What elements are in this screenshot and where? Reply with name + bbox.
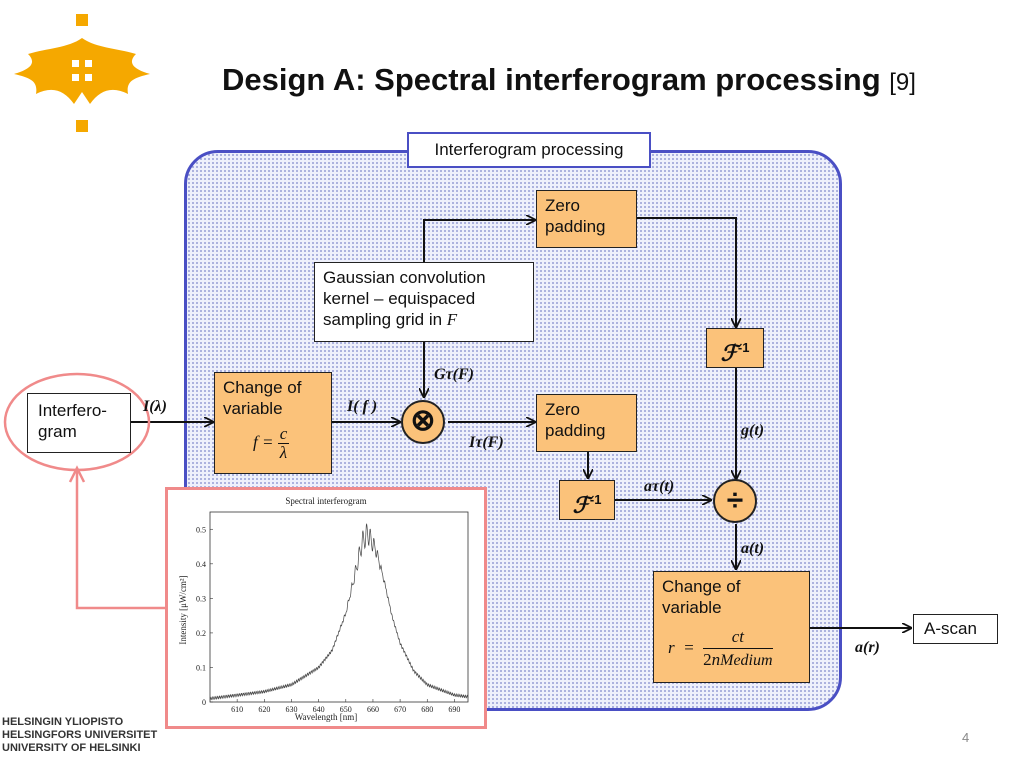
interferogram-input-box: Interfero-gram (27, 393, 131, 453)
y-tick-label: 0.4 (196, 560, 206, 569)
x-tick-label: 680 (421, 705, 433, 714)
inverse-fourier-box-top: ℱ-1 (706, 328, 764, 368)
a-scan-output-box: A-scan (913, 614, 998, 644)
label-i-tau: Iτ(F) (469, 434, 504, 451)
label-a-r: a(r) (855, 639, 880, 656)
page-number: 4 (962, 730, 970, 745)
label-i-f: I( f ) (347, 398, 378, 415)
divide-node: ÷ (713, 479, 757, 523)
x-tick-label: 690 (448, 705, 460, 714)
x-tick-label: 670 (394, 705, 406, 714)
university-name: HELSINGIN YLIOPISTO HELSINGFORS UNIVERSI… (2, 716, 158, 754)
panel-label: Interferogram processing (407, 132, 651, 168)
university-logo (14, 14, 150, 132)
title-reference: [9] (889, 69, 916, 96)
y-tick-label: 0.3 (196, 594, 206, 603)
multiply-node: ⊗ (401, 400, 445, 444)
label-a-tau: aτ(t) (644, 478, 675, 495)
label-a-t: a(t) (741, 540, 765, 557)
equation-r-ct: r = ct 2nMedium (668, 627, 773, 669)
slide-title: Design A: Spectral interferogram process… (222, 62, 916, 97)
label-g-t: g(t) (741, 422, 765, 439)
chart-x-label: Wavelength [nm] (295, 712, 358, 722)
label-g-tau: Gτ(F) (434, 366, 474, 383)
equation-f-c-lambda: f = c λ (253, 424, 290, 462)
spectral-interferogram-inset: Spectral interferogram Wavelength [nm] I… (165, 487, 487, 729)
gaussian-kernel-box: Gaussian convolution kernel – equispaced… (314, 262, 534, 342)
inverse-fourier-box-middle: ℱ-1 (559, 480, 615, 520)
x-tick-label: 660 (367, 705, 379, 714)
chart-plot-frame (209, 511, 469, 703)
x-tick-label: 610 (231, 705, 243, 714)
x-tick-label: 650 (340, 705, 352, 714)
y-tick-label: 0.5 (196, 525, 206, 534)
x-tick-label: 630 (285, 705, 297, 714)
chart-title: Spectral interferogram (285, 496, 366, 506)
x-tick-label: 620 (258, 705, 270, 714)
spectral-chart: Spectral interferogram Wavelength [nm] I… (178, 496, 469, 722)
y-tick-label: 0 (202, 698, 206, 707)
x-tick-label: 640 (313, 705, 325, 714)
y-tick-label: 0.1 (196, 663, 206, 672)
spectrum-line (209, 523, 469, 701)
label-i-lambda: I(λ) (143, 398, 167, 415)
chart-y-label: Intensity [μW/cm²] (178, 575, 188, 644)
y-tick-label: 0.2 (196, 629, 206, 638)
